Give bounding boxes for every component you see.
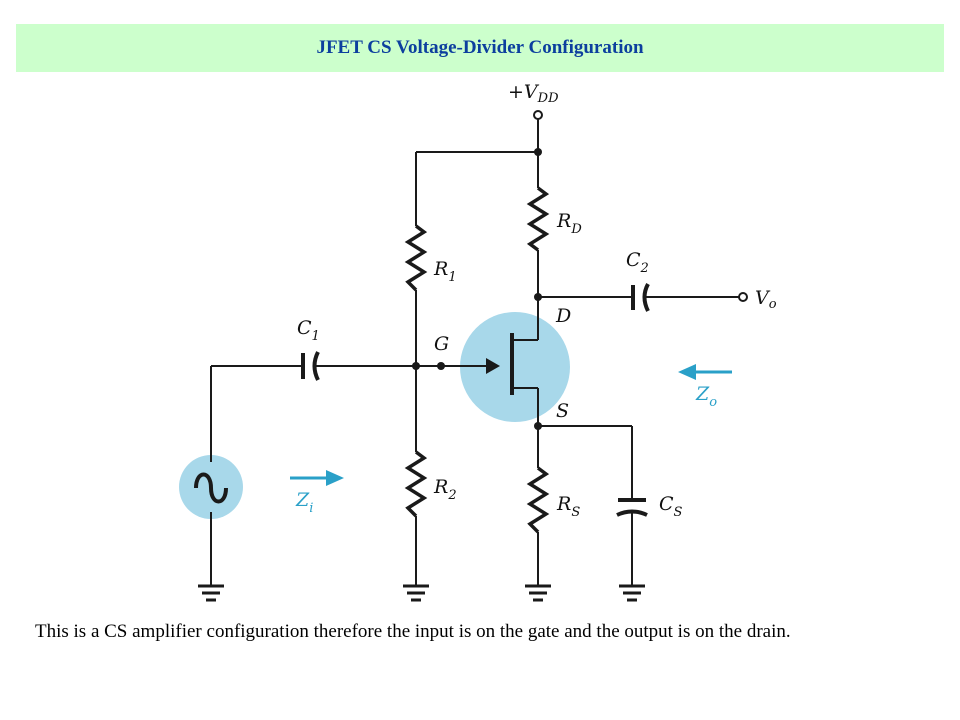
gate-label: G [434, 333, 449, 355]
rd-resistor [526, 186, 550, 252]
junction-dot [534, 422, 542, 430]
r2-label: R2 [433, 476, 457, 503]
vo-terminal [738, 292, 748, 302]
junction-dot [534, 148, 542, 156]
zi-label: Zi [295, 489, 313, 516]
r2-resistor [404, 450, 428, 518]
caption-text: This is a CS amplifier configuration the… [35, 621, 791, 642]
vdd-terminal [533, 110, 543, 120]
source-label: S [556, 400, 569, 422]
junction-dot [534, 293, 542, 301]
drain-label: D [555, 305, 571, 327]
jfet-gate-arrow-icon [486, 358, 500, 374]
rd-label: RD [556, 210, 582, 237]
c2-label: C2 [626, 249, 649, 276]
cs-label: CS [659, 493, 683, 520]
jfet-highlight [460, 312, 570, 422]
zo-arrow-icon [678, 364, 732, 380]
ground-icon [525, 584, 551, 602]
zi-arrow-icon [290, 470, 344, 486]
rs-resistor [526, 466, 550, 534]
ground-icon [403, 584, 429, 602]
r1-resistor [404, 224, 428, 292]
junction-dot [437, 362, 445, 370]
junction-dot [412, 362, 420, 370]
ground-icon [619, 584, 645, 602]
cs-plate-bottom [616, 509, 648, 517]
vo-label: Vo [755, 287, 777, 312]
title-bar: JFET CS Voltage-Divider Configuration [16, 24, 944, 72]
ac-source-sine-icon [194, 472, 228, 504]
r1-label: R1 [433, 258, 457, 285]
c1-label: C1 [297, 317, 320, 344]
zo-label: Zo [695, 383, 717, 410]
rs-label: RS [556, 493, 580, 520]
vdd-label: +VDD [508, 81, 559, 106]
ground-icon [198, 584, 224, 602]
slide-title: JFET CS Voltage-Divider Configuration [316, 37, 644, 58]
